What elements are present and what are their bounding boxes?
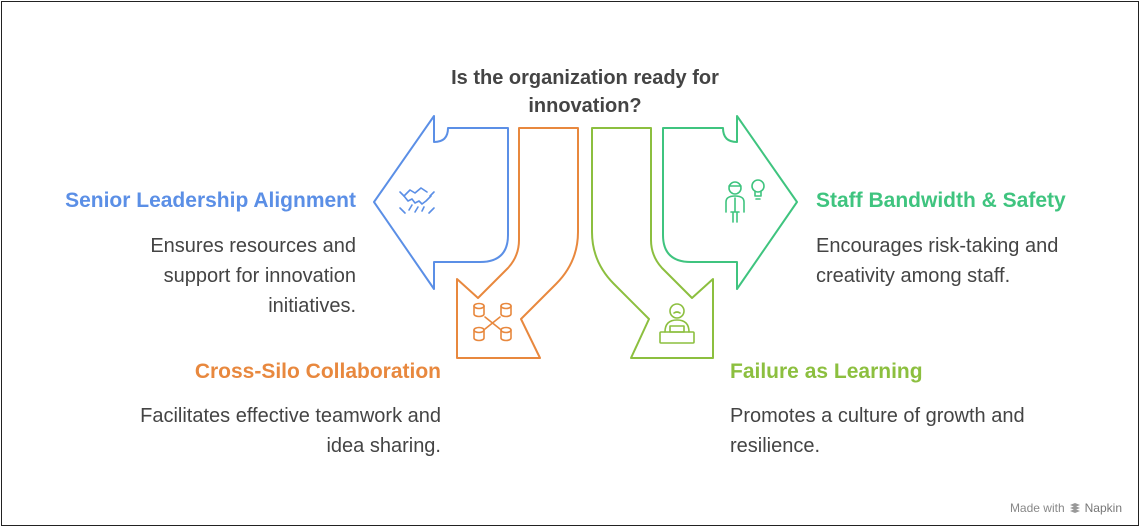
cross-arrow [456,127,579,359]
question-title: Is the organization ready for innovation… [451,67,719,117]
senior-arrow [373,115,509,290]
network-databases-icon [473,302,512,342]
handshake-icon [399,187,435,214]
failure-learning-description: Promotes a culture of growth and resilie… [730,405,1025,457]
credit-brand: Napkin [1084,501,1122,515]
credit-prefix: Made with [1009,501,1065,515]
fail-arrow [591,127,714,359]
failure-learning-title: Failure as Learning [730,360,923,383]
cross-silo-description: Facilitates effective teamwork and idea … [140,405,441,457]
staff-bandwidth-description: Encourages risk-taking and creativity am… [816,235,1059,287]
senior-leadership-title: Senior Leadership Alignment [65,189,356,212]
staff-bandwidth-title: Staff Bandwidth & Safety [816,189,1066,212]
person-lightbulb-icon [725,179,765,223]
napkin-logo-icon [1069,503,1080,513]
person-at-desk-icon [659,303,695,344]
senior-leadership-description: Ensures resources and support for innova… [150,235,356,317]
cross-silo-title: Cross-Silo Collaboration [194,360,441,383]
staff-arrow [662,115,798,290]
made-with-credit: Made with Napkin [1010,501,1122,515]
